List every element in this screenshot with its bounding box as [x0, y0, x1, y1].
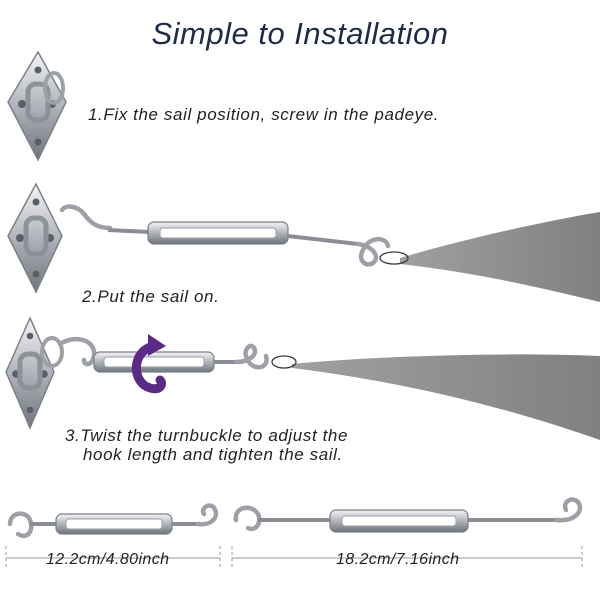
turnbuckle-icon — [231, 497, 583, 570]
twist-arrow-icon — [131, 334, 166, 394]
sail-icon — [292, 354, 600, 440]
padeye-icon — [5, 316, 64, 430]
turnbuckle-icon — [5, 503, 221, 570]
step-3-line-1: 3.Twist the turnbuckle to adjust the — [65, 426, 349, 445]
turnbuckle-icon — [57, 336, 297, 373]
sail-icon — [400, 212, 600, 302]
turnbuckle-icon — [59, 204, 409, 267]
step-3-label: 3.Twist the turnbuckle to adjust the hoo… — [65, 426, 348, 464]
hook-icon — [233, 343, 269, 370]
step-1-label: 1.Fix the sail position, screw in the pa… — [88, 105, 440, 124]
page-title: Simple to Installation — [151, 16, 449, 51]
padeye-icon — [7, 50, 67, 162]
padeye-icon — [7, 182, 63, 294]
large-size-label: 18.2cm/7.16inch — [336, 551, 460, 568]
step-3-line-2: hook length and tighten the sail. — [83, 445, 343, 464]
hook-icon — [355, 237, 391, 267]
small-size-label: 12.2cm/4.80inch — [46, 551, 170, 568]
step-2-label: 2.Put the sail on. — [82, 287, 220, 306]
